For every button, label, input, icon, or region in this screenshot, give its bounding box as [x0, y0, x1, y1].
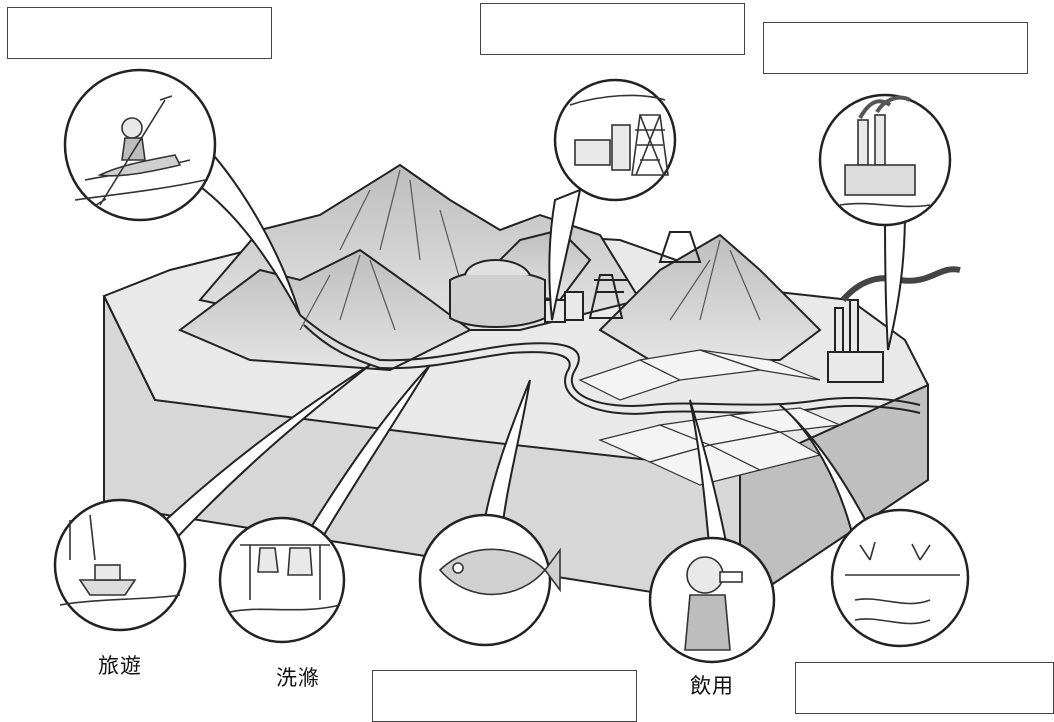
label-washing: 洗滌	[276, 666, 320, 690]
irrigation-scene-icon	[830, 508, 970, 648]
answer-box-bottom-right[interactable]	[795, 662, 1054, 714]
answer-box-top-center[interactable]	[480, 3, 745, 55]
label-drinking: 飲用	[690, 674, 734, 698]
label-tourism: 旅遊	[98, 654, 142, 678]
farm-fields	[578, 349, 843, 486]
power-station	[544, 231, 702, 323]
answer-box-bottom-center[interactable]	[372, 670, 637, 722]
dam	[449, 259, 546, 328]
answer-box-top-left[interactable]	[7, 7, 272, 59]
laundry-scene-icon	[218, 516, 346, 644]
answer-box-top-right[interactable]	[763, 22, 1028, 74]
river	[299, 314, 921, 415]
